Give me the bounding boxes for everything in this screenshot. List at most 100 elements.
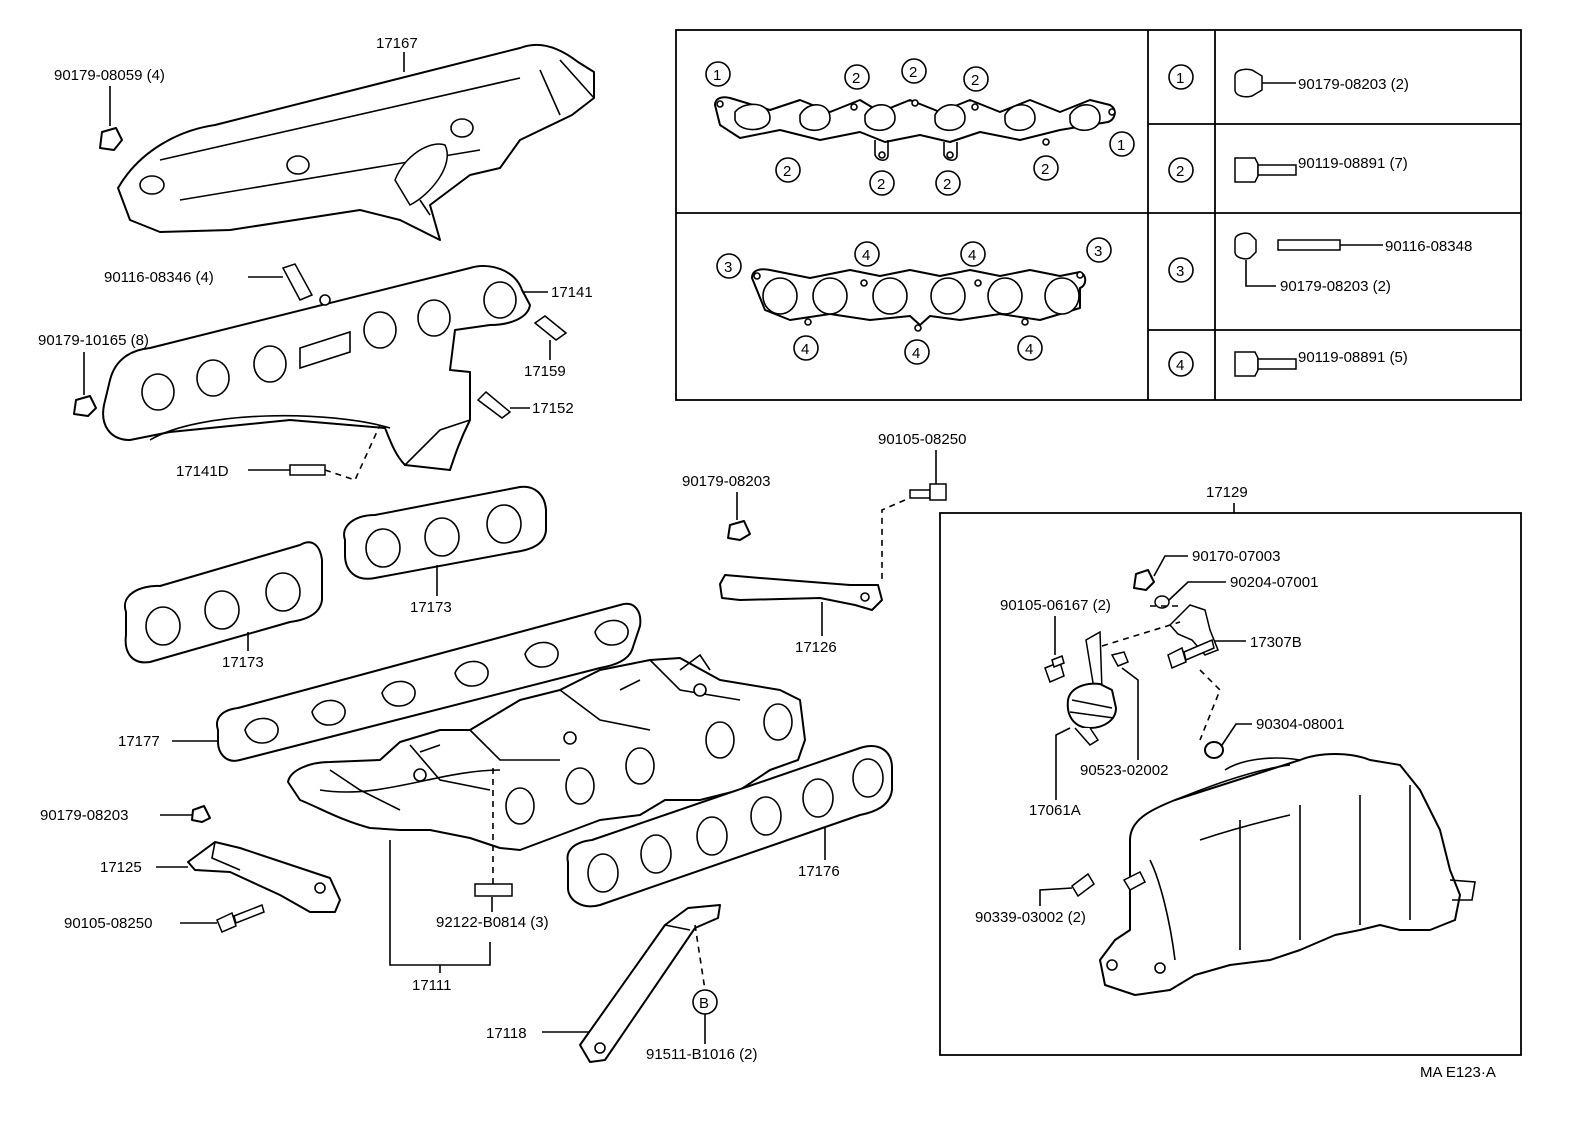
svg-text:1: 1 — [1117, 137, 1125, 154]
marker: 2 — [935, 170, 961, 196]
label-90179-10165: 90179-10165 (8) — [38, 332, 149, 349]
intake-chamber-group-box — [939, 512, 1522, 1056]
svg-text:1: 1 — [1176, 70, 1184, 87]
clip-icon — [1110, 651, 1129, 667]
legend-part-1: 90179-08203 (2) — [1298, 76, 1409, 93]
label-90179-08203-left: 90179-08203 — [40, 807, 128, 824]
heat-insulator-17167 — [117, 43, 595, 241]
svg-text:4: 4 — [968, 247, 976, 264]
bolt-icon — [1167, 638, 1215, 670]
nut-icon — [1234, 68, 1263, 98]
legend-part-4: 90119-08891 (5) — [1298, 349, 1408, 366]
marker-b-letter: B — [699, 995, 709, 1012]
label-17125: 17125 — [100, 859, 142, 876]
marker: 2 — [844, 64, 870, 90]
label-17173-left: 17173 — [222, 654, 264, 671]
svg-text:4: 4 — [862, 247, 870, 264]
label-90179-08203-mid: 90179-08203 — [682, 473, 770, 490]
label-90170-07003: 90170-07003 — [1192, 548, 1280, 565]
label-90105-08250-mid: 90105-08250 — [878, 431, 966, 448]
nut-icon — [99, 127, 123, 151]
legend-part-2: 90119-08891 (7) — [1298, 155, 1408, 172]
svg-text:2: 2 — [1176, 163, 1184, 180]
bracket-17125 — [187, 841, 341, 913]
marker: 3 — [716, 253, 742, 279]
label-17126: 17126 — [795, 639, 837, 656]
label-17177: 17177 — [118, 733, 160, 750]
svg-text:3: 3 — [1176, 263, 1184, 280]
reference-marker-b: B — [692, 989, 718, 1015]
svg-text:2: 2 — [943, 176, 951, 193]
stud-icon — [281, 263, 314, 301]
label-92122-B0814: 92122-B0814 (3) — [436, 914, 549, 931]
svg-text:2: 2 — [1041, 161, 1049, 178]
label-90105-06167: 90105-06167 (2) — [1000, 597, 1111, 614]
bolt-icon — [1234, 157, 1297, 183]
bracket-17126 — [719, 574, 883, 611]
nut-icon — [1133, 569, 1155, 591]
exhaust-manifold-17141 — [102, 265, 531, 471]
label-90179-08059: 90179-08059 (4) — [54, 67, 165, 84]
bolt-icon — [216, 904, 265, 933]
label-90204-07001: 90204-07001 — [1230, 574, 1318, 591]
label-17307B: 17307B — [1250, 634, 1302, 651]
label-90116-08346: 90116-08346 (4) — [104, 269, 214, 286]
exhaust-gasket-17173-left — [123, 541, 323, 664]
nut-icon — [73, 395, 97, 417]
label-17118: 17118 — [486, 1025, 527, 1042]
stud-icon — [474, 883, 513, 897]
svg-text:4: 4 — [912, 345, 920, 362]
label-17176: 17176 — [798, 863, 840, 880]
stud-icon — [476, 390, 512, 419]
marker: 3 — [1086, 237, 1112, 263]
label-17152: 17152 — [532, 400, 574, 417]
label-17141: 17141 — [551, 284, 593, 301]
marker: 4 — [1017, 335, 1043, 361]
legend-key: 2 — [1168, 157, 1194, 183]
legend-key: 4 — [1168, 351, 1194, 377]
marker: 4 — [960, 241, 986, 267]
marker: 2 — [901, 58, 927, 84]
svg-text:1: 1 — [713, 67, 721, 84]
stud-icon — [1277, 239, 1341, 251]
intake-gasket-17177 — [216, 602, 642, 762]
diagram-code: MA E123·A — [1420, 1064, 1496, 1081]
label-90339-03002: 90339-03002 (2) — [975, 909, 1086, 926]
marker: 1 — [705, 61, 731, 87]
svg-text:4: 4 — [1025, 341, 1033, 358]
marker: 4 — [854, 241, 880, 267]
legend-part-3a: 90116-08348 — [1385, 238, 1472, 255]
svg-text:2: 2 — [909, 64, 917, 81]
label-17167: 17167 — [376, 35, 418, 52]
actuator-17061A — [1066, 630, 1117, 746]
marker: 1 — [1109, 131, 1135, 157]
label-17129: 17129 — [1206, 484, 1248, 501]
label-17173-right: 17173 — [410, 599, 452, 616]
stay-17118 — [579, 904, 721, 1063]
hose-nipple-icon — [1071, 870, 1146, 898]
svg-text:2: 2 — [971, 72, 979, 89]
label-90304-08001: 90304-08001 — [1256, 716, 1344, 733]
label-90523-02002: 90523-02002 — [1080, 762, 1168, 779]
bolt-icon — [909, 483, 947, 501]
svg-text:2: 2 — [783, 163, 791, 180]
stud-icon — [533, 315, 568, 341]
bolt-icon — [1044, 654, 1065, 684]
exhaust-gasket-17173-right — [343, 485, 547, 580]
washer-icon — [1204, 741, 1224, 759]
intake-chamber-17129 — [1099, 753, 1476, 996]
marker: 4 — [793, 335, 819, 361]
label-90105-08250-left: 90105-08250 — [64, 915, 152, 932]
svg-text:4: 4 — [801, 341, 809, 358]
label-91511-B1016: 91511-B1016 (2) — [646, 1046, 757, 1063]
marker: 2 — [775, 157, 801, 183]
svg-text:4: 4 — [1176, 357, 1184, 374]
nut-icon — [727, 520, 751, 541]
label-17159: 17159 — [524, 363, 566, 380]
marker: 4 — [904, 339, 930, 365]
washer-icon — [1154, 595, 1170, 609]
marker: 2 — [963, 66, 989, 92]
legend-key: 3 — [1168, 257, 1194, 283]
label-17111: 17111 — [412, 977, 452, 994]
